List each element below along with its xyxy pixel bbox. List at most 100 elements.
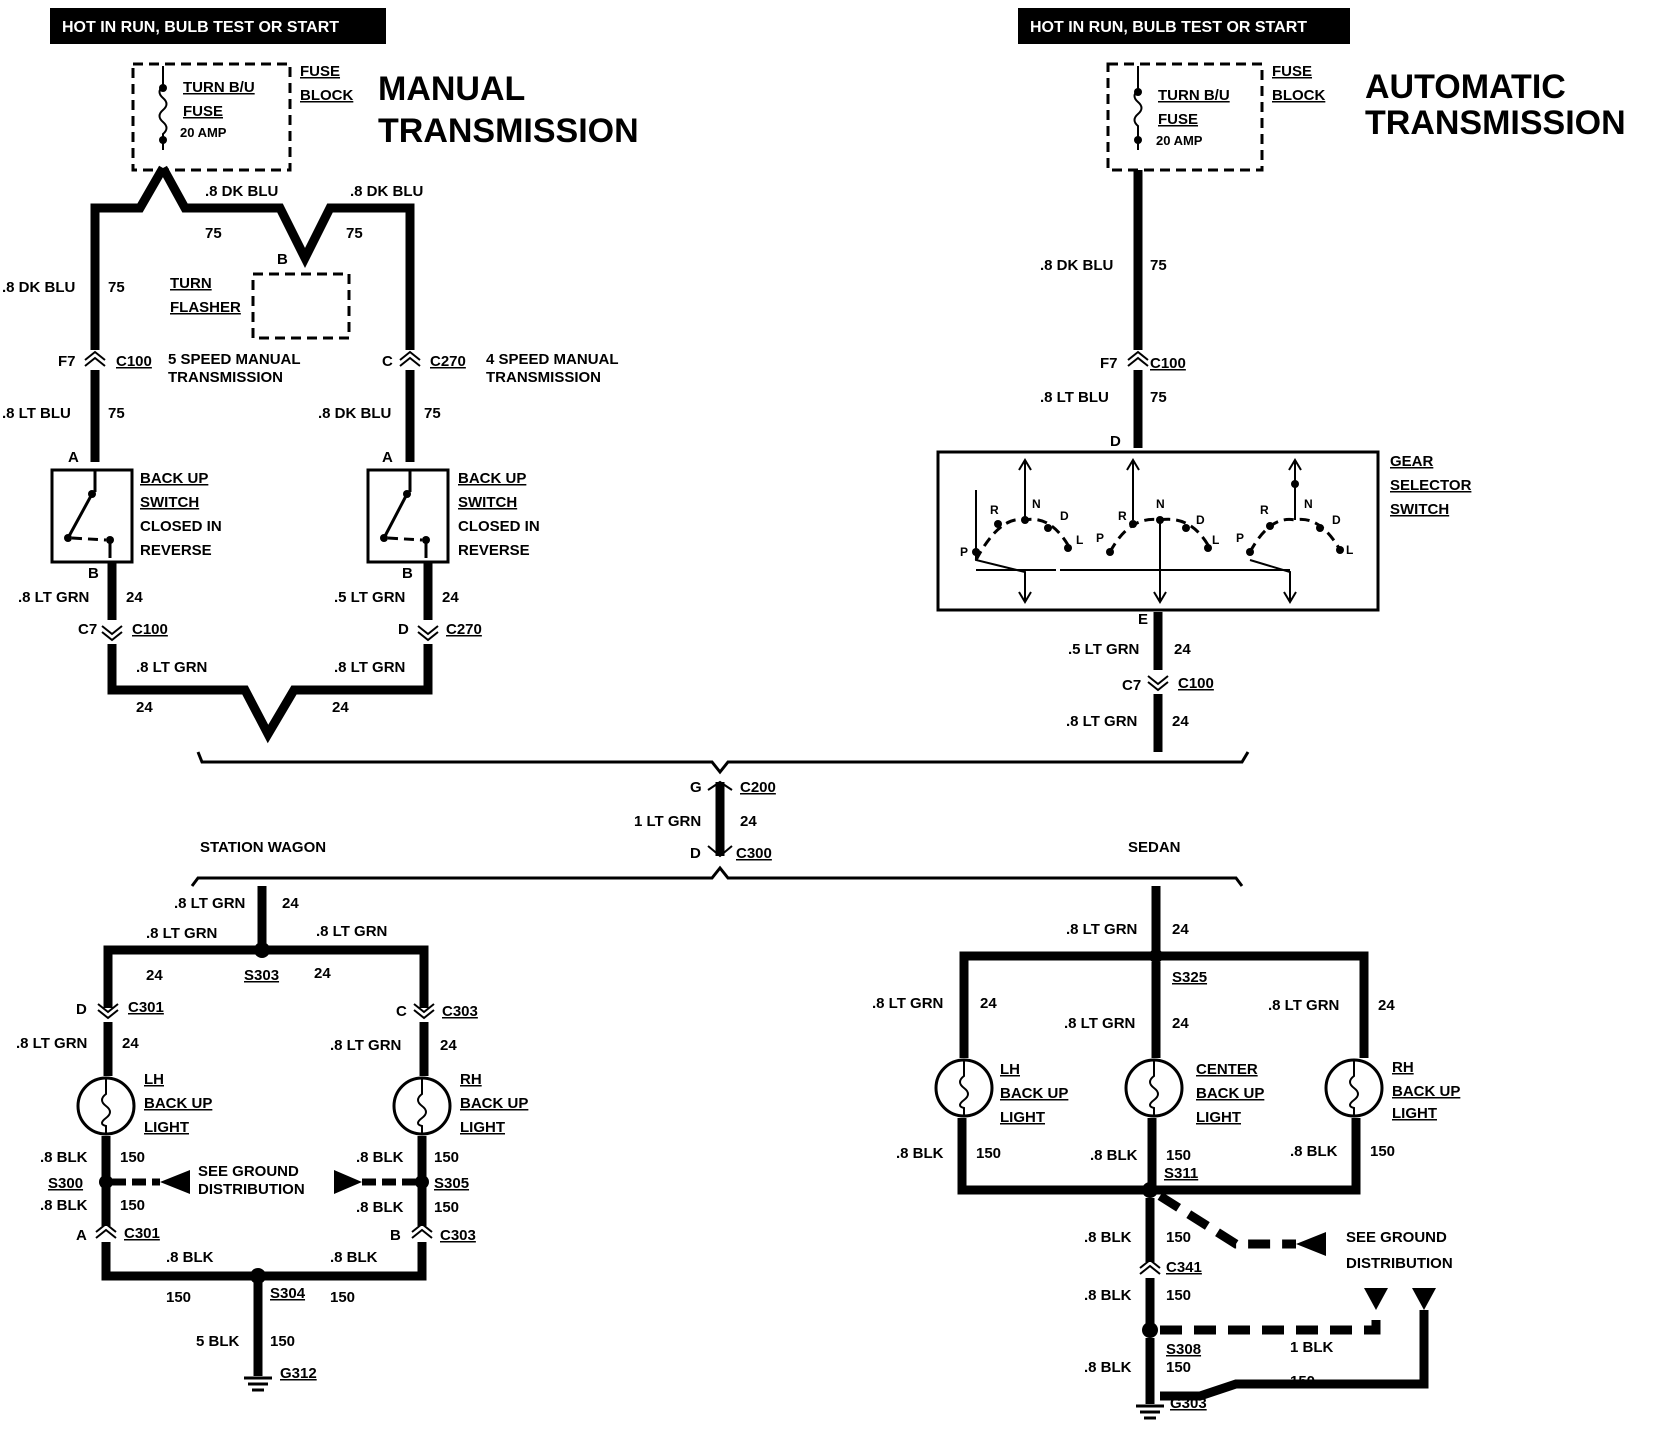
gear-selector-contact-group-2 (1060, 458, 1212, 604)
sedan-circuit-150-c: 150 (1370, 1143, 1395, 1160)
manual-left-switch-contact-top (88, 490, 96, 498)
wagon-circuit-150-b: 150 (434, 1149, 459, 1166)
manual-top-wire-left-label: .8 DK BLU (205, 183, 278, 200)
manual-right-connector-symbol (399, 350, 421, 367)
manual-left-conn2: C100 (132, 621, 168, 638)
wagon-ground: G312 (280, 1365, 317, 1382)
center-pin-top: G (690, 779, 702, 796)
gear-selector-switch (936, 450, 1380, 612)
manual-right-switch-contact-top (403, 490, 411, 498)
wagon-wire-ground-label: 5 BLK (196, 1333, 240, 1350)
manual-left-conn-pin: F7 (58, 353, 76, 370)
sedan-ground-link2 (1160, 1310, 1381, 1335)
manual-flasher-pin: B (277, 251, 288, 268)
gear-3-pos-n: N (1304, 497, 1313, 511)
automatic-wire-top-label: .8 DK BLU (1040, 257, 1113, 274)
sedan-circuit-24-d: 24 (1378, 997, 1395, 1014)
sedan-blk-a: .8 BLK (896, 1145, 944, 1162)
wagon-right-connector-symbol (413, 1003, 435, 1020)
automatic-circuit-24-a: 24 (1174, 641, 1191, 658)
manual-title-line1: MANUAL (378, 70, 525, 108)
wagon-blk-b: .8 BLK (356, 1149, 404, 1166)
manual-right-conn2: C270 (446, 621, 482, 638)
gear-1-pos-l: L (1076, 533, 1083, 547)
sedan-rh-line1: RH (1392, 1059, 1414, 1076)
sedan-lh-line3: LIGHT (1000, 1109, 1045, 1126)
sedan-splice-s311 (1142, 1182, 1158, 1198)
manual-fuse-terminal-bottom (159, 136, 167, 144)
wagon-left-conn2-pin: A (76, 1227, 87, 1244)
manual-left-switch-pin-b: B (88, 565, 99, 582)
sedan-rh-backup-light (1324, 1058, 1384, 1118)
manual-right-switch-dash (387, 536, 423, 542)
sedan-blk-e: .8 BLK (1084, 1287, 1132, 1304)
manual-fuse-block-line1: FUSE (300, 63, 340, 80)
wagon-lh-backup-light (76, 1076, 136, 1136)
gear-selector-contact-group-3 (1200, 458, 1344, 604)
wagon-ground-note1: SEE GROUND (198, 1163, 299, 1180)
manual-left-switch-line3: CLOSED IN (140, 518, 222, 535)
manual-right-switch-line1: BACK UP (458, 470, 526, 487)
sedan-lh-backup-light (934, 1058, 994, 1118)
automatic-gear-pin-out: E (1138, 611, 1148, 628)
wagon-circuit-24-d: 24 (122, 1035, 139, 1052)
gear-3-pos-l: L (1346, 543, 1353, 557)
manual-left-conn: C100 (116, 353, 152, 370)
sedan-ground: G303 (1170, 1395, 1207, 1412)
sedan-blk-f: .8 BLK (1084, 1359, 1132, 1376)
center-wire-label: 1 LT GRN (634, 813, 701, 830)
wagon-blk-d: .8 BLK (356, 1199, 404, 1216)
automatic-fuse-rating: 20 AMP (1156, 133, 1203, 148)
automatic-fuse-line1: TURN B/U (1158, 87, 1230, 104)
center-conn-top: C200 (740, 779, 776, 796)
manual-top-wire-right-label: .8 DK BLU (350, 183, 423, 200)
wagon-bottom-blk-left: .8 BLK (166, 1249, 214, 1266)
wagon-blk-a: .8 BLK (40, 1149, 88, 1166)
wagon-left-conn2: C301 (124, 1225, 160, 1242)
manual-wire-left-upper (90, 165, 167, 350)
automatic-connector-symbol (1127, 350, 1149, 367)
manual-right-switch-contact-right (422, 536, 430, 544)
gear-3-pos-r: R (1260, 503, 1269, 517)
sedan-circuit-150-d: 150 (1166, 1229, 1191, 1246)
sedan-center-line3: LIGHT (1196, 1109, 1241, 1126)
manual-right-conn: C270 (430, 353, 466, 370)
wagon-blk-c: .8 BLK (40, 1197, 88, 1214)
manual-right-switch-line4: REVERSE (458, 542, 530, 559)
manual-flasher-line1: TURN (170, 275, 212, 292)
manual-left-wire-low-label: .8 LT GRN (18, 589, 89, 606)
manual-circuit-24-c: 24 (136, 699, 153, 716)
header-left: HOT IN RUN, BULB TEST OR START (62, 19, 339, 36)
sedan-ground-arrow2 (1364, 1288, 1388, 1310)
manual-fuse-rating: 20 AMP (180, 125, 227, 140)
wagon-lh-line2: BACK UP (144, 1095, 212, 1112)
wagon-splice-top: S303 (244, 967, 279, 984)
sedan-blk-loop (957, 1118, 1361, 1195)
automatic-wire-mid-label: .8 LT BLU (1040, 389, 1109, 406)
wagon-lh-line3: LIGHT (144, 1119, 189, 1136)
manual-circuit-24-a: 24 (126, 589, 143, 606)
gear-line1: GEAR (1390, 453, 1434, 470)
manual-right-switch-blade (382, 470, 428, 558)
manual-left-switch-blade (66, 470, 112, 558)
sedan-conn: C341 (1166, 1259, 1202, 1276)
manual-left-connector2-symbol (101, 625, 123, 642)
wagon-circuit-24-c: 24 (314, 965, 331, 982)
gear-3-pos-p: P (1236, 531, 1244, 545)
sedan-ground-symbol (1136, 1404, 1164, 1420)
gear-selector-contact-group-1 (972, 458, 1072, 604)
manual-left-wire-top-label: .8 DK BLU (2, 279, 75, 296)
gear-1-pos-p: P (960, 545, 968, 559)
automatic-wire-bottom-label: .8 LT GRN (1066, 713, 1137, 730)
automatic-circuit-75-a: 75 (1150, 257, 1167, 274)
automatic-conn2: C100 (1178, 675, 1214, 692)
sedan-ground-note2: DISTRIBUTION (1346, 1255, 1453, 1272)
sedan-circuit-24-c: 24 (1172, 1015, 1189, 1032)
manual-right-switch-pin-a: A (382, 449, 393, 466)
automatic-conn2-pin: C7 (1122, 677, 1141, 694)
manual-wire-right-upper (159, 165, 415, 350)
manual-left-switch-line4: REVERSE (140, 542, 212, 559)
sedan-wire-split (959, 951, 1369, 1058)
manual-left-switch-contact-right (106, 536, 114, 544)
